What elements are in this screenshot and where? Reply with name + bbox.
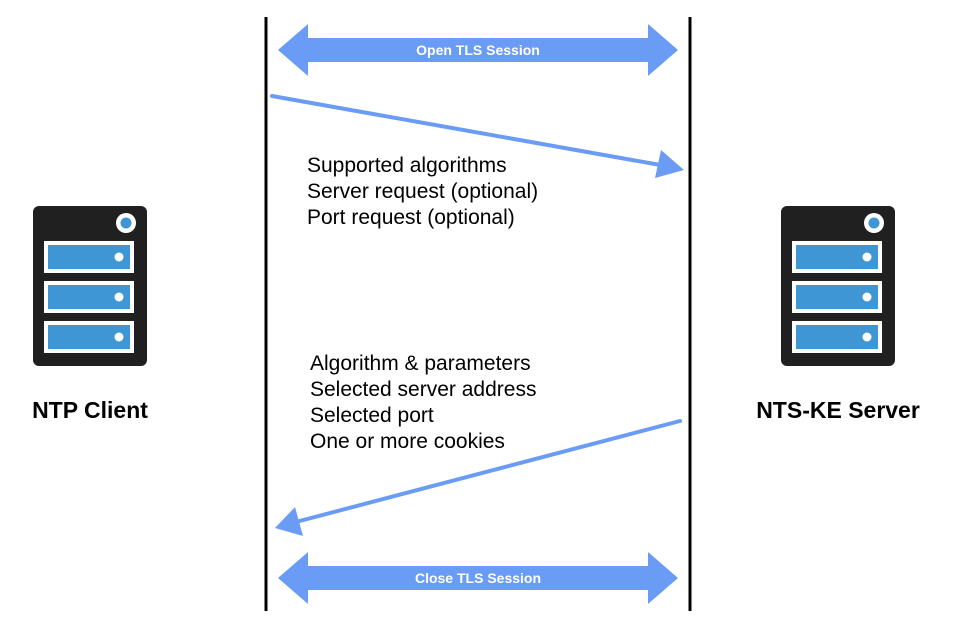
response-message: Algorithm & parameters Selected server a… bbox=[310, 352, 536, 453]
response-line: One or more cookies bbox=[310, 430, 505, 453]
response-line: Selected port bbox=[310, 404, 434, 427]
response-arrow bbox=[275, 419, 682, 536]
request-line: Supported algorithms bbox=[307, 154, 507, 177]
server-label: NTS-KE Server bbox=[756, 397, 920, 423]
request-message: Supported algorithms Server request (opt… bbox=[307, 154, 538, 229]
open-tls-session-label: Open TLS Session bbox=[416, 42, 540, 58]
server-node: NTS-KE Server bbox=[756, 206, 920, 423]
close-tls-session-label: Close TLS Session bbox=[415, 570, 541, 586]
client-server-icon bbox=[33, 206, 147, 366]
request-arrow bbox=[270, 94, 684, 178]
response-line: Algorithm & parameters bbox=[310, 352, 531, 375]
request-line: Port request (optional) bbox=[307, 206, 515, 229]
request-line: Server request (optional) bbox=[307, 180, 538, 203]
open-tls-session-arrow: Open TLS Session bbox=[278, 24, 678, 76]
ke-server-icon bbox=[781, 206, 895, 366]
close-tls-session-arrow: Close TLS Session bbox=[278, 552, 678, 604]
response-line: Selected server address bbox=[310, 378, 536, 401]
client-label: NTP Client bbox=[32, 397, 148, 423]
client-node: NTP Client bbox=[32, 206, 148, 423]
